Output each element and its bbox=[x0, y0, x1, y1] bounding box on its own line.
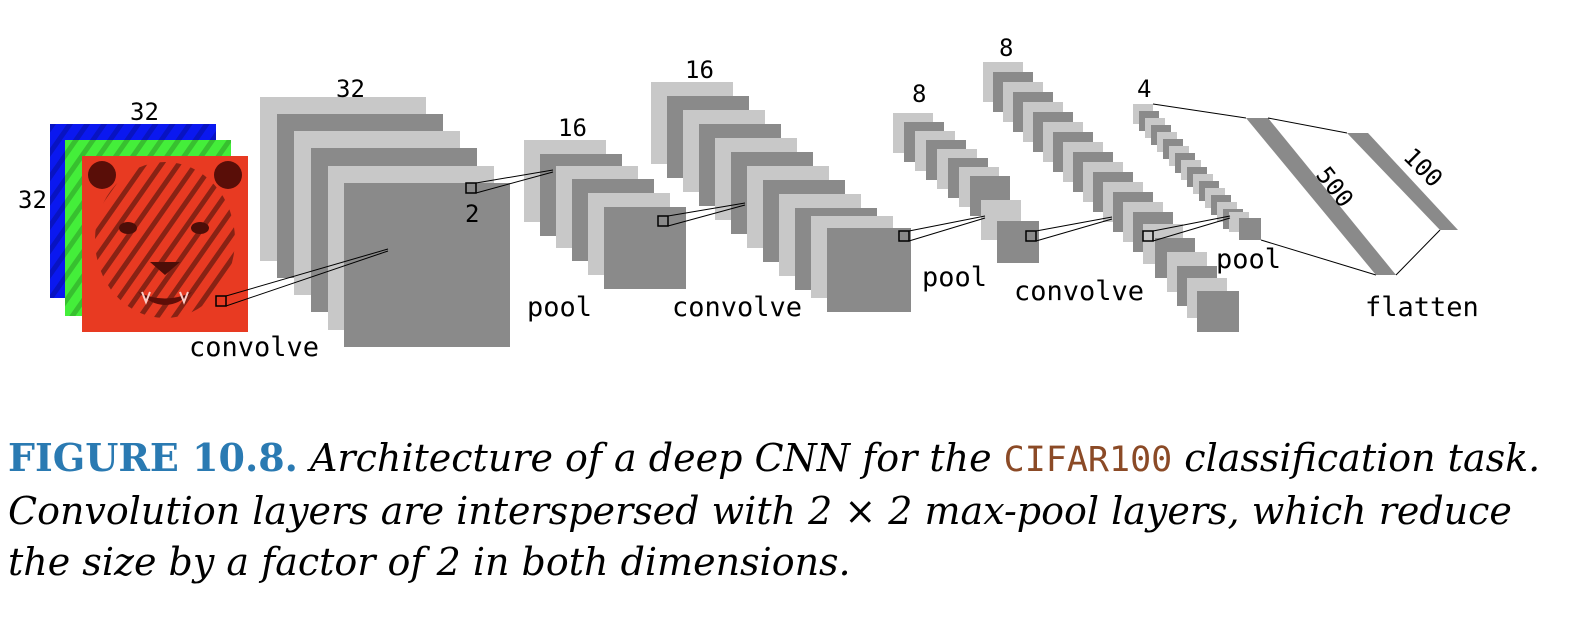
conv1-feature-maps bbox=[260, 97, 510, 347]
kernel-size-label: 2 bbox=[465, 200, 479, 228]
input-height-label: 32 bbox=[18, 186, 47, 214]
cnn-architecture-diagram: 32 32 32 2 convolve 16 pool bbox=[18, 34, 1479, 363]
pool-connector bbox=[1152, 215, 1231, 232]
pool3-size-label: 4 bbox=[1137, 75, 1151, 103]
input-width-label: 32 bbox=[130, 98, 159, 126]
pool1-feature-maps bbox=[524, 140, 686, 289]
conv3-feature-maps bbox=[983, 62, 1239, 332]
conv1-op-label: convolve bbox=[189, 332, 319, 363]
tiger-face bbox=[88, 161, 242, 318]
pool1-op-label: pool bbox=[527, 292, 592, 323]
flatten-connector bbox=[1260, 239, 1377, 276]
flatten-connector bbox=[1152, 103, 1247, 119]
pool-connector bbox=[475, 169, 554, 184]
receptive-field-box bbox=[215, 295, 227, 307]
feature-map bbox=[827, 228, 911, 312]
pool-connector bbox=[908, 215, 986, 232]
conv3-size-label: 8 bbox=[999, 34, 1013, 62]
flatten-op-label: flatten bbox=[1365, 292, 1479, 323]
conv-connector bbox=[1035, 216, 1113, 232]
receptive-field-box bbox=[898, 230, 910, 242]
feature-map bbox=[604, 207, 686, 289]
receptive-field-box bbox=[657, 215, 669, 227]
dense-layer-500 bbox=[1246, 118, 1396, 275]
caption-text-after: classification task. Convolution layers … bbox=[8, 436, 1541, 584]
pool3-op-label: pool bbox=[1216, 244, 1281, 275]
dense-connector bbox=[1267, 117, 1348, 134]
feature-map bbox=[1239, 218, 1261, 240]
conv-connector bbox=[225, 250, 389, 307]
conv2-op-label: convolve bbox=[672, 292, 802, 323]
conv3-op-label: convolve bbox=[1014, 276, 1144, 307]
pool-connector bbox=[475, 171, 554, 194]
input-image bbox=[50, 124, 248, 332]
pool3-feature-maps bbox=[1133, 104, 1261, 240]
dense-layer-100 bbox=[1347, 133, 1458, 230]
dataset-name: CIFAR100 bbox=[1003, 440, 1173, 480]
dense-500-label: 500 bbox=[1310, 161, 1359, 212]
pool2-feature-maps bbox=[893, 113, 1039, 263]
conv2-feature-maps bbox=[651, 82, 911, 312]
conv-connector bbox=[667, 202, 746, 217]
conv2-size-label: 16 bbox=[685, 56, 714, 84]
receptive-field-box bbox=[465, 182, 477, 194]
pool1-size-label: 16 bbox=[558, 114, 587, 142]
pool-connector bbox=[908, 217, 986, 242]
conv-connector bbox=[1035, 218, 1113, 242]
feature-map bbox=[1197, 291, 1239, 332]
feature-map bbox=[344, 183, 510, 347]
receptive-field-box bbox=[1025, 230, 1037, 242]
conv-connector bbox=[667, 204, 746, 227]
pool2-size-label: 8 bbox=[912, 80, 926, 108]
caption-text-before: Architecture of a deep CNN for the bbox=[297, 436, 1004, 480]
pool-connector bbox=[1152, 217, 1231, 242]
feature-map bbox=[997, 221, 1039, 263]
dense-layers bbox=[1152, 103, 1458, 276]
conv1-size-label: 32 bbox=[336, 75, 365, 103]
dense-connector bbox=[1395, 229, 1441, 276]
pool2-op-label: pool bbox=[922, 262, 987, 293]
receptive-field-box bbox=[1142, 230, 1154, 242]
figure-label: FIGURE 10.8. bbox=[8, 435, 298, 480]
conv-connector bbox=[225, 248, 389, 297]
figure-caption: FIGURE 10.8. Architecture of a deep CNN … bbox=[8, 432, 1568, 588]
